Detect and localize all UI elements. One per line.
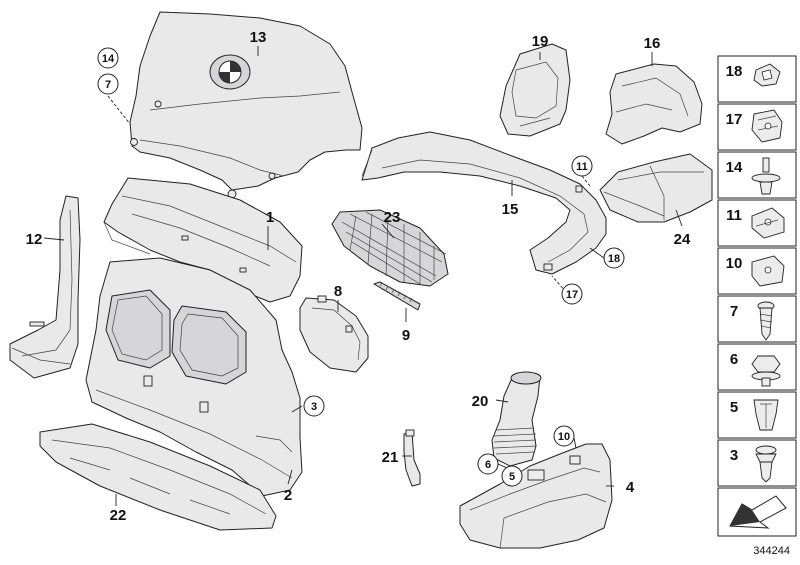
part-1-radiator-support: [103, 177, 303, 303]
callout-23: 23: [384, 209, 401, 226]
circled-callout-11: 11: [571, 155, 593, 177]
circled-callout-17: 17: [561, 283, 583, 305]
part-20-bellows: [491, 371, 542, 467]
part-24-filter-box: [599, 153, 713, 223]
grommet-icon: [753, 63, 781, 87]
callout-1: 1: [266, 209, 274, 226]
callout-2: 2: [284, 487, 292, 504]
svg-text:5: 5: [509, 471, 515, 483]
reference-number: 344244: [753, 545, 790, 557]
legend-label-5: 5: [730, 399, 738, 416]
svg-text:14: 14: [102, 53, 115, 65]
part-9-seal-strip: [373, 281, 421, 311]
legend-label-10: 10: [726, 255, 743, 272]
svg-text:17: 17: [566, 289, 578, 301]
legend-label-18: 18: [726, 63, 743, 80]
svg-text:18: 18: [608, 253, 620, 265]
part-8-grille-insert: [299, 295, 369, 373]
direction-arrow-icon: [729, 495, 787, 529]
circled-callout-3: 3: [303, 395, 325, 417]
part-16-air-channel: [605, 63, 703, 145]
circled-callout-6: 6: [477, 453, 499, 475]
part-4-lower-duct: [459, 443, 613, 549]
circled-callout-18: 18: [603, 247, 625, 269]
expanding-nut-icon: [753, 399, 779, 431]
circled-callouts: 14 7 3 11 18 17 10 6: [97, 47, 625, 487]
callout-9: 9: [402, 327, 410, 344]
part-23-mesh-grille: [331, 209, 449, 287]
callout-8: 8: [334, 283, 342, 300]
callout-20: 20: [472, 393, 489, 410]
part-12-side-air-duct: [9, 195, 81, 379]
callout-19: 19: [532, 33, 549, 50]
spring-clip-icon: [751, 207, 785, 239]
circled-callout-7: 7: [97, 73, 119, 95]
callout-13: 13: [250, 29, 267, 46]
legend-label-14: 14: [726, 159, 743, 176]
legend-label-7: 7: [730, 303, 738, 320]
legend-label-3: 3: [730, 447, 738, 464]
svg-text:10: 10: [558, 431, 570, 443]
callout-21: 21: [382, 449, 399, 466]
svg-text:7: 7: [105, 79, 111, 91]
part-19-bracket: [499, 43, 571, 137]
circled-callout-14: 14: [97, 47, 119, 69]
leader-lines: [43, 46, 683, 506]
circled-callout-10: 10: [553, 425, 575, 447]
hex-bolt-icon: [751, 355, 781, 387]
callout-16: 16: [644, 35, 661, 52]
legend-label-11: 11: [726, 207, 742, 224]
part-13-engine-cover: [129, 11, 363, 199]
clip-nut-icon: [751, 109, 783, 143]
part-2-front-panel: [85, 257, 303, 497]
callout-22: 22: [110, 507, 127, 524]
push-pin-icon: [755, 445, 777, 483]
callout-24: 24: [674, 231, 691, 248]
square-nut-icon: [751, 255, 785, 287]
circled-callout-5: 5: [501, 465, 523, 487]
callout-numbers: 13 1 12 8 9 23 15 19 16 24 20 21 4 22 2: [26, 29, 691, 524]
part-21-small-bracket: [403, 429, 421, 487]
part-22-lower-deflector: [39, 423, 277, 531]
screw-icon: [757, 301, 775, 341]
callout-4: 4: [626, 479, 635, 496]
legend-label-17: 17: [726, 111, 743, 128]
legend-label-6: 6: [730, 351, 738, 368]
callout-12: 12: [26, 231, 43, 248]
push-rivet-icon: [751, 157, 781, 195]
svg-text:11: 11: [576, 161, 588, 173]
part-15-air-duct: [361, 131, 607, 275]
hardware-legend: 18 17 14 11 10 7 6 5 3: [717, 55, 797, 537]
svg-text:6: 6: [485, 459, 491, 471]
svg-text:3: 3: [311, 401, 317, 413]
callout-15: 15: [502, 201, 519, 218]
